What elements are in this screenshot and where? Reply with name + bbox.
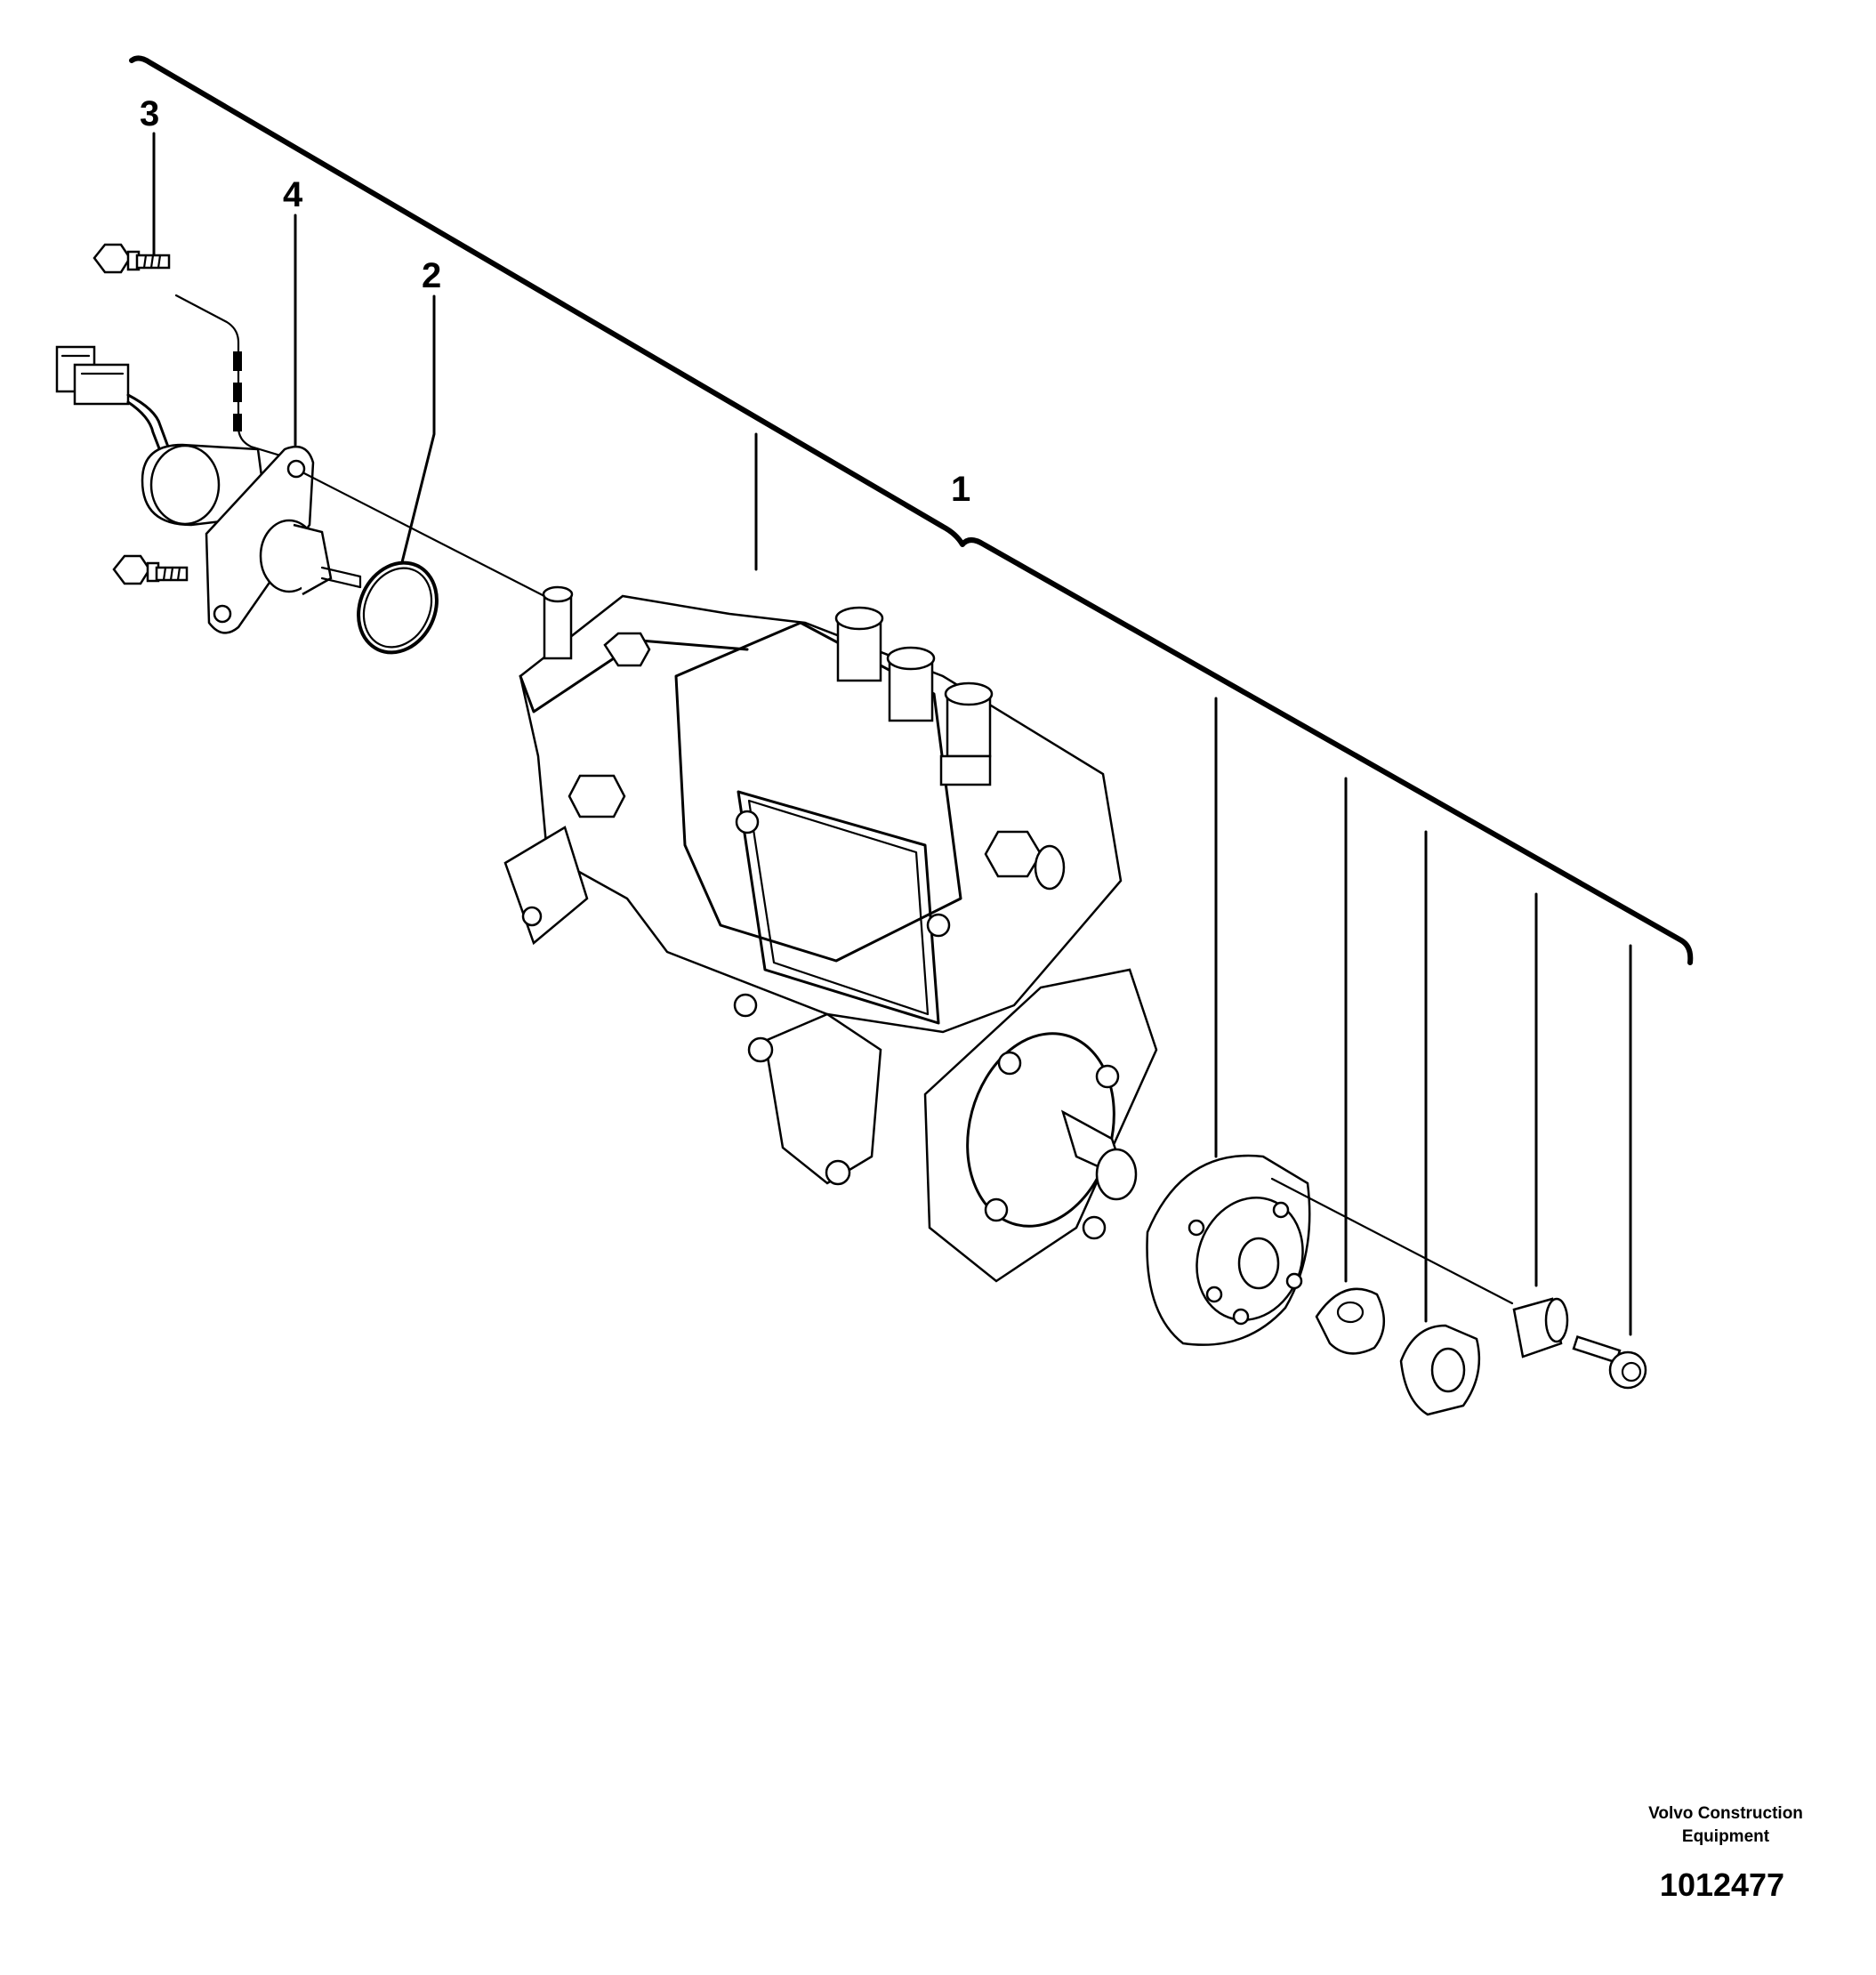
bolt-icon	[93, 243, 171, 274]
publisher-name: Volvo Construction Equipment	[1592, 1802, 1859, 1849]
callout-4: 4	[283, 175, 303, 214]
coupling-hub-icon	[1146, 1154, 1514, 1346]
nut-icon	[1399, 1324, 1481, 1416]
o-ring-icon	[357, 560, 439, 655]
publisher-line-2: Equipment	[1681, 1827, 1770, 1846]
injection-pump-icon	[503, 585, 1158, 1283]
stop-solenoid-icon	[55, 345, 546, 634]
publisher-line-1: Volvo Construction	[1648, 1804, 1803, 1823]
key-washer-icon	[1315, 1287, 1386, 1355]
callout-1: 1	[951, 470, 970, 509]
leader-2	[400, 294, 436, 564]
assembly-bracket	[129, 55, 1694, 965]
collar-icon	[1512, 1297, 1569, 1358]
document-number: 1012477	[1659, 1866, 1785, 1903]
callout-2: 2	[422, 256, 441, 295]
bolt-icon	[112, 554, 189, 585]
callout-3: 3	[140, 94, 159, 133]
screw-icon	[1572, 1335, 1647, 1390]
